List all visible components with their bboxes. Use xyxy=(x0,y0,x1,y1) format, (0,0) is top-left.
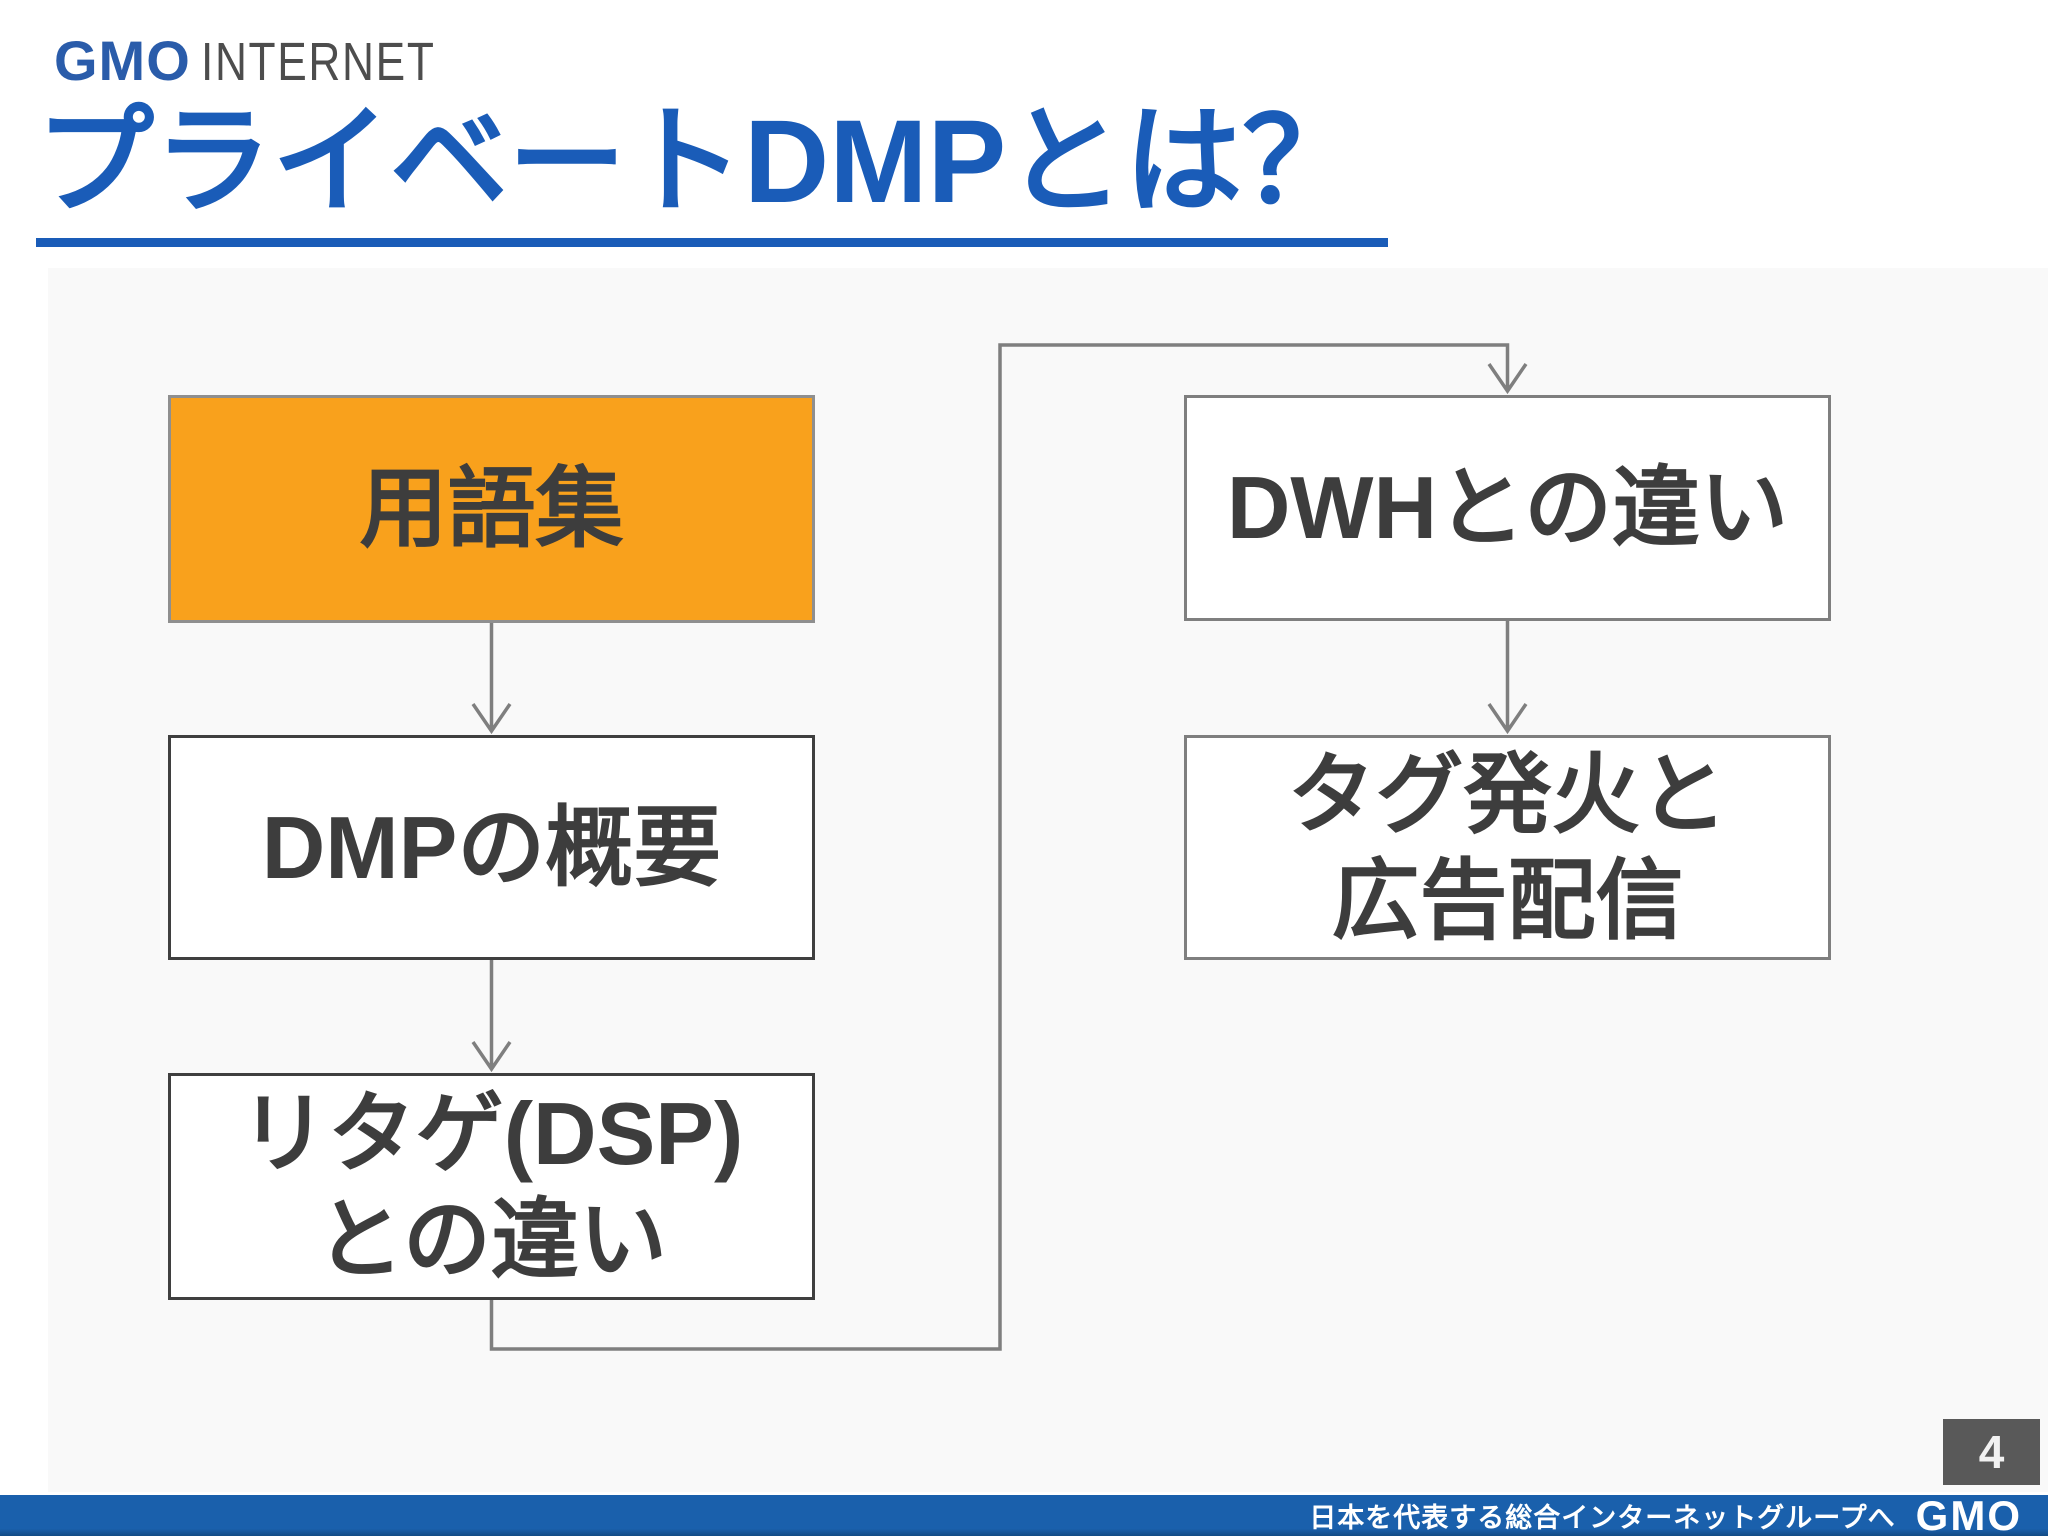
footer-tagline: 日本を代表する総合インターネットグループへ xyxy=(1309,1503,1896,1533)
flow-node-dwh-difference-label: DWHとの違い xyxy=(1226,458,1789,558)
page-number-badge: 4 xyxy=(1943,1419,2040,1485)
flow-node-dmp-overview-label: DMPの概要 xyxy=(261,797,722,897)
footer-bar: 日本を代表する総合インターネットグループへ GMO xyxy=(0,1491,2048,1539)
flow-node-retargeting-line2: との違い xyxy=(315,1189,668,1289)
flow-node-dwh-difference: DWHとの違い xyxy=(1184,395,1831,621)
internet-logo-text: INTERNET xyxy=(200,32,436,92)
flow-node-glossary-label: 用語集 xyxy=(359,459,624,559)
gmo-logo-text: GMO xyxy=(54,29,191,92)
flow-node-tag-firing-ad-delivery: タグ発火と 広告配信 xyxy=(1184,735,1831,960)
flow-node-tag-line2: 広告配信 xyxy=(1331,850,1684,950)
flow-node-tag-line1: タグ発火と xyxy=(1287,744,1728,844)
gmo-internet-logo: GMO INTERNET xyxy=(54,28,487,93)
footer-gmo-logo: GMO xyxy=(1915,1491,2022,1539)
flow-node-glossary: 用語集 xyxy=(168,395,815,623)
flow-node-retargeting-dsp-difference: リタゲ(DSP) との違い xyxy=(168,1073,815,1300)
flow-node-dmp-overview: DMPの概要 xyxy=(168,735,815,960)
page-title: プライベートDMPとは？ xyxy=(36,96,1389,248)
flow-node-retargeting-line1: リタゲ(DSP) xyxy=(239,1083,744,1183)
